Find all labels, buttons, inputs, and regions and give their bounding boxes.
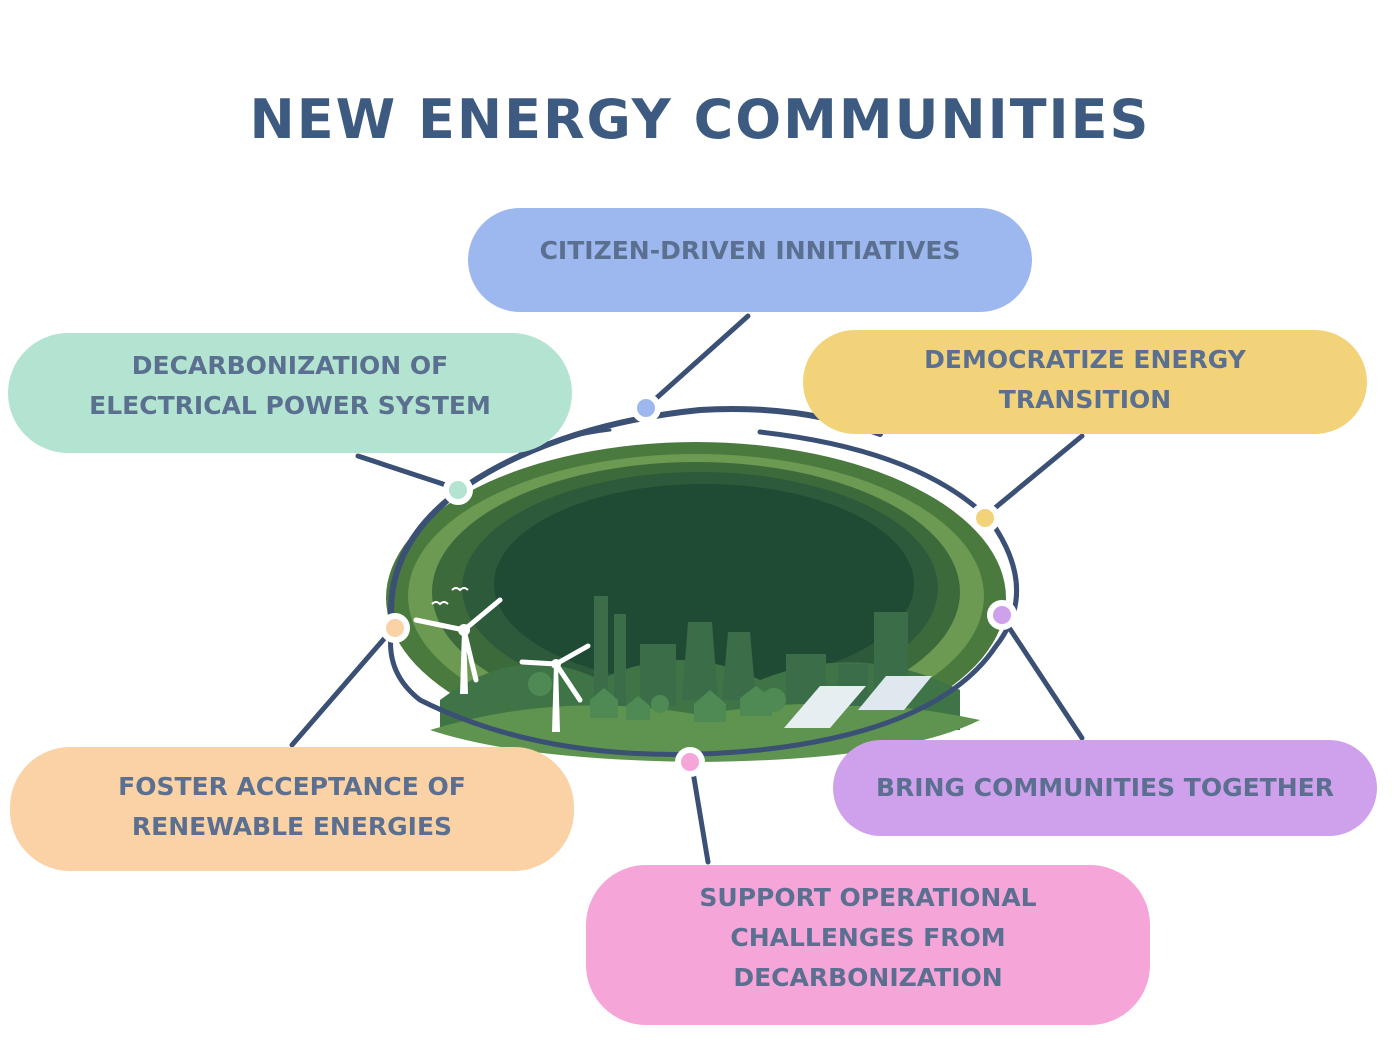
connector-foster [289, 629, 393, 748]
dot-support [675, 747, 705, 777]
city-illustration [386, 442, 1006, 762]
node-support-operational-challenges: SUPPORT OPERATIONAL CHALLENGES FROM DECA… [586, 865, 1150, 1025]
wind-turbine-icon [413, 597, 591, 732]
node-label: FOSTER ACCEPTANCE OF RENEWABLE ENERGIES [118, 772, 466, 841]
node-label: DEMOCRATIZE ENERGY TRANSITION [924, 345, 1246, 414]
connector-support [689, 763, 711, 865]
node-decarbonization: DECARBONIZATION OF ELECTRICAL POWER SYST… [8, 333, 572, 453]
dot-foster [380, 613, 410, 643]
node-democratize-energy-transition: DEMOCRATIZE ENERGY TRANSITION [803, 330, 1367, 434]
connector-decarbonization [355, 453, 455, 490]
connectors [289, 313, 1085, 865]
connector-democratize [987, 433, 1085, 515]
dot-bring [987, 600, 1017, 630]
connector-dots [380, 393, 1017, 777]
dot-citizen [631, 393, 661, 423]
node-label: BRING COMMUNITIES TOGETHER [876, 773, 1334, 802]
node-foster-acceptance: FOSTER ACCEPTANCE OF RENEWABLE ENERGIES [10, 747, 574, 871]
solar-panel-icon [784, 676, 932, 728]
diagram-title: NEW ENERGY COMMUNITIES [249, 88, 1151, 151]
node-label: DECARBONIZATION OF ELECTRICAL POWER SYST… [89, 351, 491, 420]
connector-bring [1003, 620, 1085, 741]
node-bring-communities-together: BRING COMMUNITIES TOGETHER [833, 740, 1377, 836]
node-label: SUPPORT OPERATIONAL CHALLENGES FROM DECA… [699, 883, 1037, 992]
node-citizen-driven-initiatives: CITIZEN-DRIVEN INNITIATIVES [468, 208, 1032, 312]
dot-decarbonization [443, 475, 473, 505]
connector-citizen [649, 313, 751, 405]
dot-democratize [970, 503, 1000, 533]
node-label: CITIZEN-DRIVEN INNITIATIVES [539, 236, 961, 265]
